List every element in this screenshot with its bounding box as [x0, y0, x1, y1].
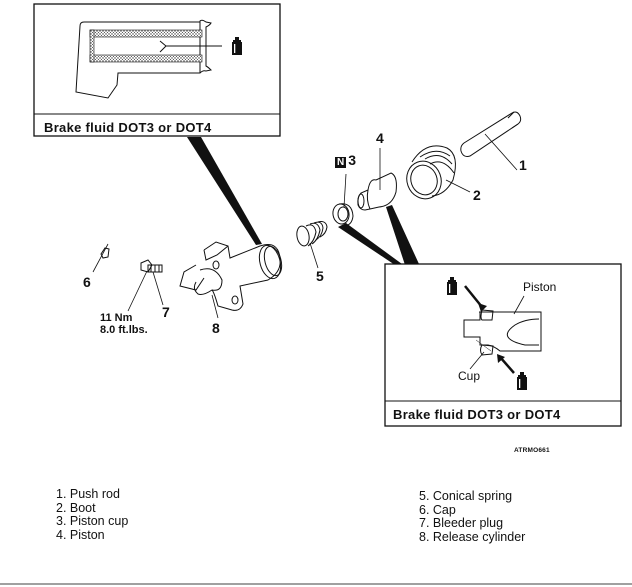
part-number-4: 4	[376, 130, 384, 146]
legend-right: 5. Conical spring 6. Cap 7. Bleeder plug…	[419, 489, 526, 544]
piston-label: Piston	[523, 280, 557, 294]
page-bottom-rule	[0, 583, 632, 585]
boot	[406, 145, 471, 200]
release-cylinder	[179, 241, 283, 319]
callout-pointer	[386, 205, 419, 265]
legend-item: 5. Conical spring	[419, 489, 513, 503]
bore-wall-top	[89, 29, 203, 38]
callout-caption-top-left: Brake fluid DOT3 or DOT4	[44, 120, 212, 135]
part-number-5: 5	[316, 268, 324, 284]
part-number-8: 8	[212, 320, 220, 336]
conical-spring	[296, 221, 328, 269]
piston-cross-section	[463, 309, 542, 356]
callout-caption-right: Brake fluid DOT3 or DOT4	[393, 407, 561, 422]
legend-item: 1. Push rod	[56, 487, 120, 501]
legend-item: 6. Cap	[419, 502, 456, 517]
piston	[357, 148, 397, 211]
reference-code: ATRMO661	[514, 447, 550, 454]
part-number-1: 1	[519, 157, 527, 173]
legend-item: 7. Bleeder plug	[419, 516, 504, 530]
part-number-6: 6	[83, 274, 91, 290]
legend-item: 8. Release cylinder	[419, 529, 526, 544]
callout-pointer	[187, 137, 262, 245]
push-rod	[460, 111, 522, 171]
torque-imperial: 8.0 ft.lbs.	[100, 324, 148, 336]
piston-cup	[332, 173, 354, 227]
legend-item: 4. Piston	[56, 527, 105, 542]
part-number-2: 2	[473, 187, 481, 203]
bleeder-plug	[127, 259, 164, 312]
part-number-3: 3	[348, 152, 357, 168]
cylinder-cross-section	[75, 19, 213, 99]
callout-pointer	[338, 223, 402, 265]
legend-item: 2. Boot	[56, 500, 96, 515]
legend-item: 3. Piston cup	[56, 514, 129, 528]
cap	[92, 243, 110, 273]
new-part-badge-icon: N	[335, 157, 347, 168]
torque-spec: 11 Nm 8.0 ft.lbs.	[100, 312, 148, 336]
torque-metric: 11 Nm	[100, 312, 133, 324]
cup-label: Cup	[458, 369, 481, 383]
callout-right	[338, 205, 622, 427]
bore-wall-bottom	[89, 54, 203, 63]
part-number-7: 7	[162, 304, 170, 320]
callout-top-left	[33, 3, 281, 245]
legend-left: 1. Push rod 2. Boot 3. Piston cup 4. Pis…	[56, 487, 129, 542]
